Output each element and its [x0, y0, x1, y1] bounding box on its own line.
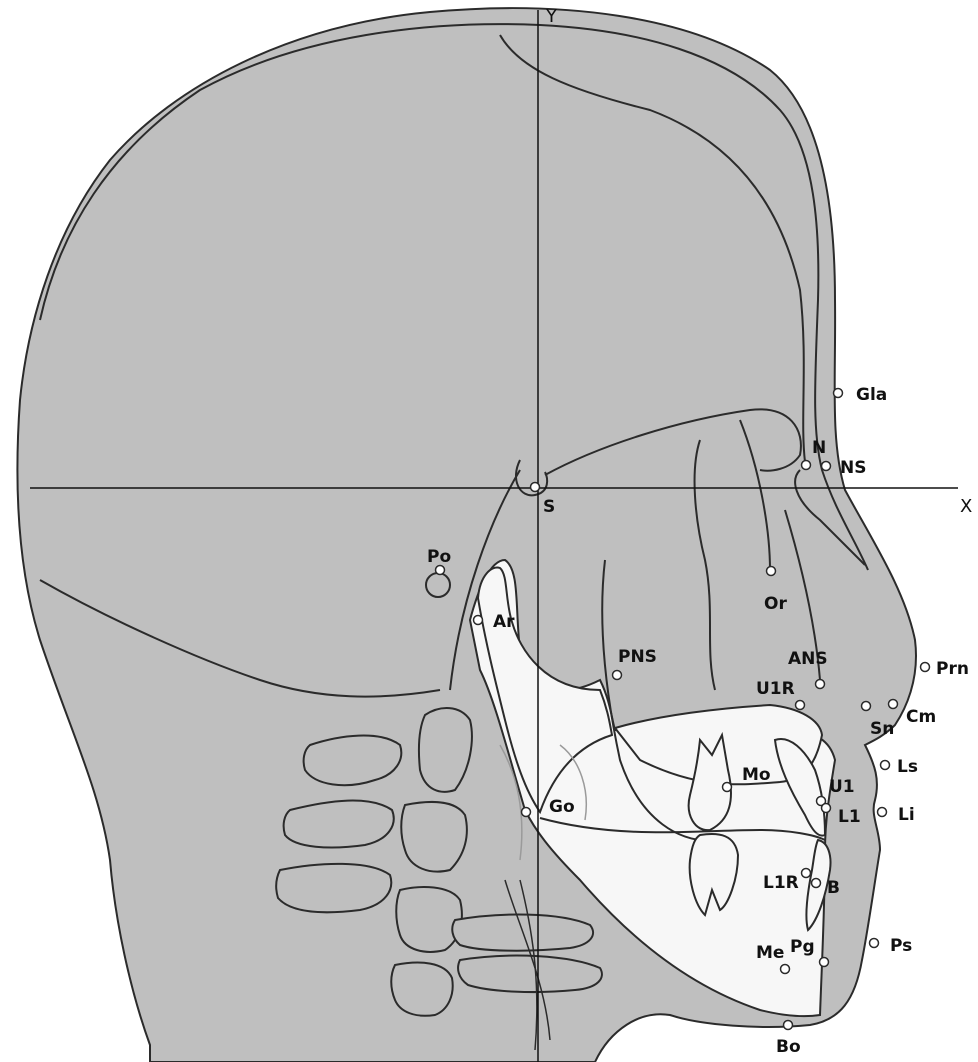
landmark-me-point	[781, 965, 790, 974]
landmark-li-point	[878, 808, 887, 817]
porion-circle	[426, 573, 450, 597]
landmark-s-label: S	[543, 497, 555, 517]
landmark-or-label: Or	[764, 594, 787, 614]
landmark-u1r-label: U1R	[756, 679, 795, 699]
landmark-cm-point	[889, 700, 898, 709]
landmark-l1r-point	[802, 869, 811, 878]
landmark-mo-point	[723, 783, 732, 792]
landmark-b-point	[812, 879, 821, 888]
landmark-ps-point	[870, 939, 879, 948]
landmark-pns-point	[613, 671, 622, 680]
landmark-l1-point	[822, 804, 831, 813]
landmark-po-label: Po	[427, 547, 451, 567]
landmark-ps-label: Ps	[890, 936, 912, 956]
landmark-b-label: B	[827, 878, 840, 898]
landmark-ar-label: Ar	[493, 612, 515, 632]
landmark-s-point	[531, 483, 540, 492]
landmark-ans-label: ANS	[788, 649, 828, 669]
landmark-prn-label: Prn	[936, 659, 969, 679]
landmark-bo-label: Bo	[776, 1037, 801, 1057]
landmark-bo-point	[784, 1021, 793, 1030]
landmark-ns-label: NS	[840, 458, 866, 478]
landmark-ar-point	[474, 616, 483, 625]
landmark-go-label: Go	[549, 797, 575, 817]
x-axis-label: X	[960, 496, 972, 517]
landmark-u1r-point	[796, 701, 805, 710]
landmark-go-point	[522, 808, 531, 817]
landmark-n-label: N	[812, 438, 826, 458]
landmark-ans-point	[816, 680, 825, 689]
landmark-gla-point	[834, 389, 843, 398]
landmark-ls-point	[881, 761, 890, 770]
landmark-pns-label: PNS	[618, 647, 657, 667]
landmark-pg-label: Pg	[790, 937, 815, 957]
landmark-li-label: Li	[898, 805, 915, 825]
y-axis-label: Y	[545, 6, 558, 27]
landmark-pg-point	[820, 958, 829, 967]
landmark-ls-label: Ls	[897, 757, 918, 777]
landmark-l1-label: L1	[838, 807, 861, 827]
landmark-cm-label: Cm	[906, 707, 936, 727]
landmark-mo-label: Mo	[742, 765, 771, 785]
landmark-u1-label: U1	[829, 777, 855, 797]
landmark-sn-point	[862, 702, 871, 711]
landmark-n-point	[802, 461, 811, 470]
landmark-gla-label: Gla	[856, 385, 887, 405]
landmark-prn-point	[921, 663, 930, 672]
landmark-me-label: Me	[756, 943, 784, 963]
landmark-or-point	[767, 567, 776, 576]
landmark-sn-label: Sn	[870, 719, 894, 739]
landmark-ns-point	[822, 462, 831, 471]
landmark-l1r-label: L1R	[763, 873, 799, 893]
